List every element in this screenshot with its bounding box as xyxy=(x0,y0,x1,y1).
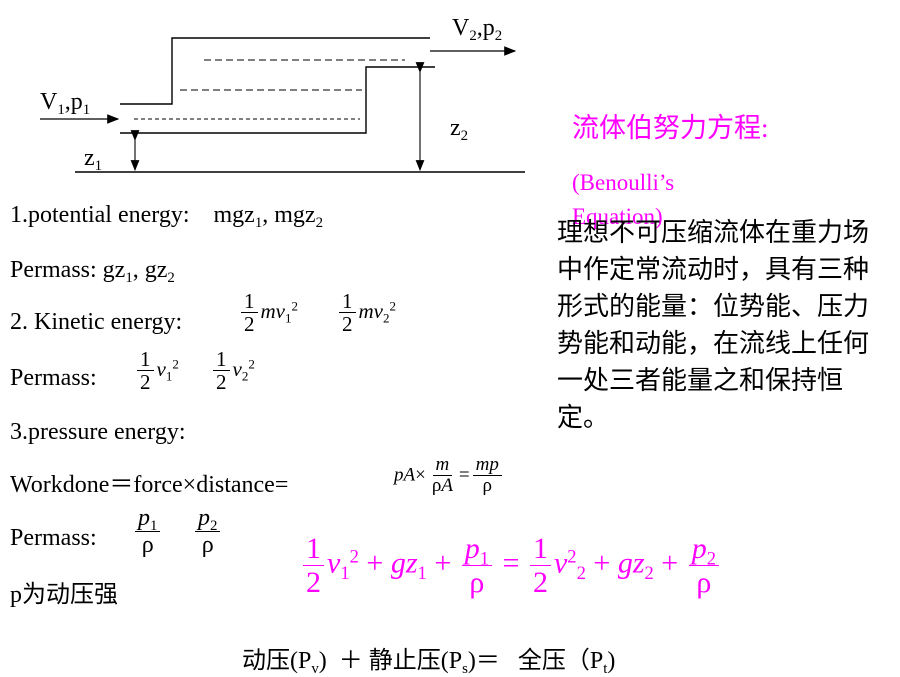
title-bernoulli: 流体伯努力方程: xyxy=(572,112,769,145)
pipe-diagram xyxy=(40,37,525,173)
label-z2: z2 xyxy=(450,115,469,145)
pipe-lower-wall xyxy=(120,66,435,134)
description-paragraph: 理想不可压缩流体在重力场中作定常流动时，具有三种形式的能量：位势能、压力势能和动… xyxy=(557,218,870,433)
permass-pressure-line: Permass: xyxy=(10,525,97,551)
potential-energy-line: 1.potential energy: mgz1, mgz2 xyxy=(10,202,324,232)
title-cn: 流体伯努力方程 xyxy=(572,113,761,144)
kinetic-energy-line: 2. Kinetic energy: xyxy=(10,309,183,335)
label-v1-p1: V1,p1 xyxy=(40,89,91,119)
permass-kinetic-line: Permass: xyxy=(10,365,97,391)
pressure-energy-line: 3.pressure energy: xyxy=(10,419,186,445)
pipe-upper-wall xyxy=(120,37,430,105)
label-z1: z1 xyxy=(84,145,103,175)
total-pressure-line: 动压(Pv) ＋ 静止压(Ps)＝ 全压（Pt) xyxy=(242,646,616,677)
title-colon: : xyxy=(761,113,769,143)
permass-potential-line: Permass: gz1, gz2 xyxy=(10,257,175,287)
workdone-line: Workdone＝force×distance= xyxy=(10,472,289,498)
label-v2-p2: V2,p2 xyxy=(452,15,503,45)
dynamic-pressure-note: p为动压强 xyxy=(10,580,118,608)
title-en: (Benoulli’s Equation) xyxy=(572,170,675,229)
